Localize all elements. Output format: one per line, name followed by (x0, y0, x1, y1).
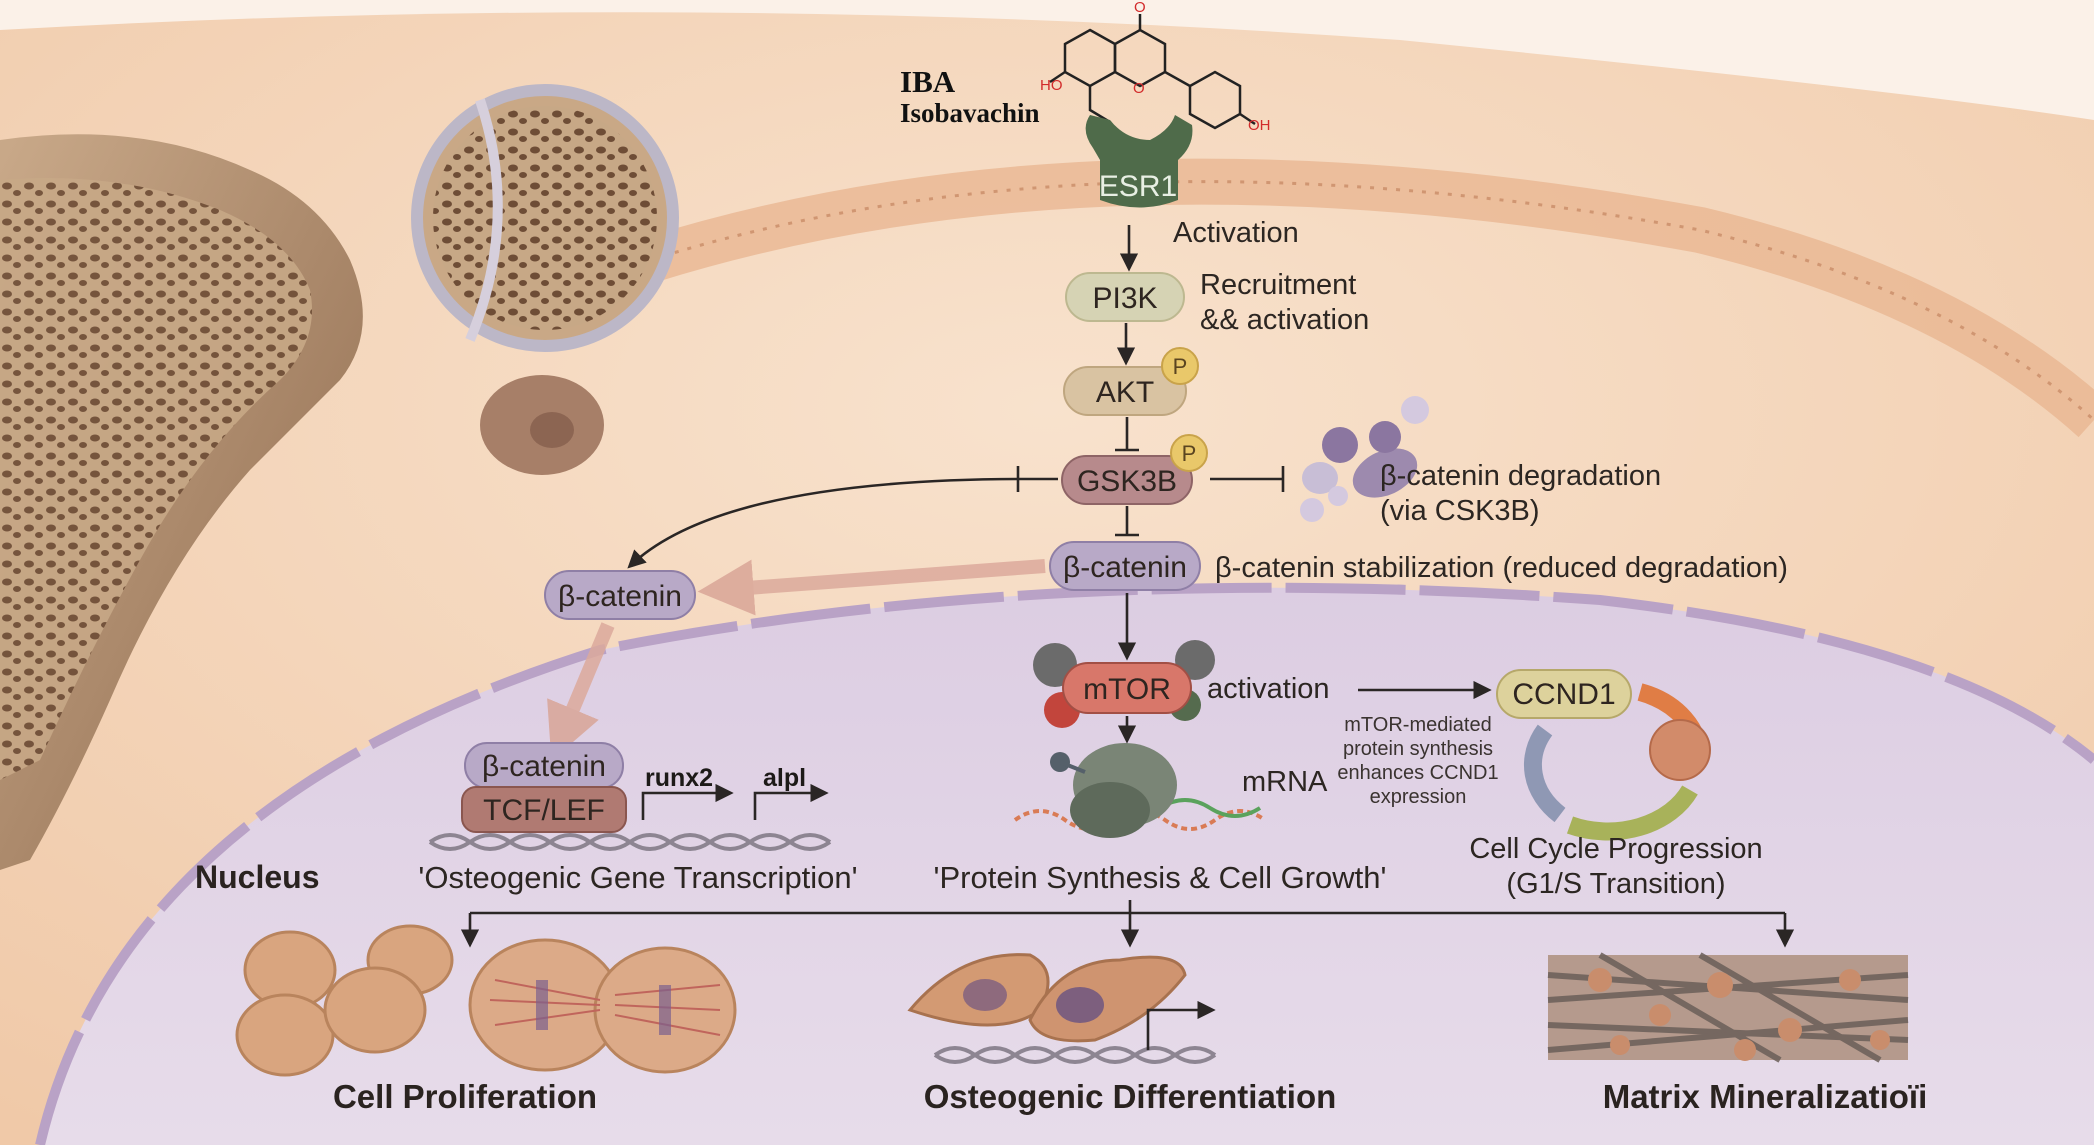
ccnd1-note-line4: expression (1370, 786, 1467, 808)
edge-akt-inhibits-gsk3b (1115, 417, 1139, 452)
proteasome-icon (1300, 396, 1429, 522)
mrna-label: mRNA (1242, 766, 1328, 798)
alpl-promoter-arrow (753, 783, 829, 820)
protein-synthesis-label: 'Protein Synthesis & Cell Growth' (934, 860, 1387, 895)
outcome-cell-proliferation: Cell Proliferation (333, 1078, 597, 1115)
outcome-matrix-mineralization: Matrix Mineralizatioïi (1603, 1078, 1928, 1115)
edge-gsk3b-inhibits-bcatenin (1115, 506, 1139, 537)
cell-cycle-icon (1523, 683, 1711, 841)
gsk3b-phospho-badge (1170, 434, 1208, 472)
bcatenin-stabilization-text: β-catenin stabilization (reduced degrada… (1215, 552, 1788, 584)
outcome-osteogenic-differentiation: Osteogenic Differentiation (924, 1078, 1337, 1115)
femur-bone-illustration (0, 84, 679, 871)
nucleus-label: Nucleus (195, 859, 319, 895)
mtor-activation-text: activation (1207, 673, 1330, 705)
tcf-lef-label: TCF/LEF (483, 794, 605, 827)
bcatenin-left-label: β-catenin (558, 580, 682, 613)
ribosome-icon (1013, 743, 1267, 838)
proliferating-cells-illustration (235, 924, 737, 1077)
bcatenin-translocating-node (544, 570, 696, 620)
ring-oxygen: O (1133, 80, 1145, 97)
gsk3b-phospho-label: P (1182, 441, 1197, 466)
degradation-line2: (via CSK3B) (1380, 495, 1540, 527)
hydroxyl-left: HO (1040, 77, 1063, 94)
pi3k-note-line2: && activation (1200, 304, 1369, 336)
osteoblasts-illustration (907, 953, 1217, 1064)
dna-strand-left (428, 833, 832, 851)
ccnd1-note-line3: enhances CCND1 (1337, 762, 1498, 784)
ccnd1-note-line1: mTOR-mediated (1344, 714, 1491, 736)
mtor-node (1062, 662, 1192, 714)
bcatenin-cytoplasm-node (1049, 541, 1201, 591)
nuclear-envelope (35, 582, 2094, 1145)
nuclear-bcatenin-label: β-catenin (482, 750, 606, 783)
esr1-activation-text: Activation (1173, 217, 1299, 249)
akt-node (1063, 366, 1187, 416)
isobavachin-structure: IBA Isobavachin O O HO OH (900, 0, 1271, 141)
ccnd1-note-line2: protein synthesis (1343, 738, 1493, 760)
pi3k-label: PI3K (1092, 282, 1157, 315)
gene-runx2: runx2 (645, 764, 713, 792)
nuclear-entry-arrow (547, 622, 615, 761)
tcf-lef-node (461, 786, 627, 833)
ccnd1-node (1496, 669, 1632, 719)
runx2-promoter-arrow (641, 783, 734, 820)
cell-cycle-line2: (G1/S Transition) (1506, 868, 1725, 900)
keto-oxygen: O (1134, 0, 1146, 16)
edge-gsk3b-inhibits-degradation (1210, 466, 1285, 492)
compound-name: Isobavachin (900, 98, 1040, 128)
mineralized-matrix-illustration (1547, 952, 1909, 1063)
gsk3b-label: GSK3B (1077, 465, 1177, 498)
akt-phospho-label: P (1173, 354, 1188, 379)
degradation-line1: β-catenin degradation (1380, 460, 1661, 492)
pi3k-node (1065, 272, 1185, 322)
outcome-branch-edges (460, 900, 1795, 948)
osteogenic-transcription-label: 'Osteogenic Gene Transcription' (418, 860, 857, 895)
cell-cycle-line1: Cell Cycle Progression (1469, 833, 1762, 865)
esr1-receptor: ESR1 (1085, 115, 1193, 208)
bcatenin-main-label: β-catenin (1063, 551, 1187, 584)
akt-label: AKT (1096, 376, 1154, 409)
pi3k-note-line1: Recruitment (1200, 269, 1356, 301)
edge-to-bcatenin-left (627, 477, 1019, 569)
esr1-label: ESR1 (1099, 170, 1177, 203)
hydroxyl-right: OH (1248, 117, 1271, 134)
akt-phospho-badge (1161, 347, 1199, 385)
ccnd1-note: mTOR-mediated protein synthesis enhances… (1337, 714, 1498, 808)
gene-alpl: alpl (763, 764, 806, 792)
translocation-arrow (697, 559, 1046, 616)
mtor-label: mTOR (1083, 673, 1171, 706)
ccnd1-label: CCND1 (1512, 678, 1615, 711)
compound-abbr: IBA (900, 64, 956, 99)
gsk3b-node (1061, 455, 1193, 505)
